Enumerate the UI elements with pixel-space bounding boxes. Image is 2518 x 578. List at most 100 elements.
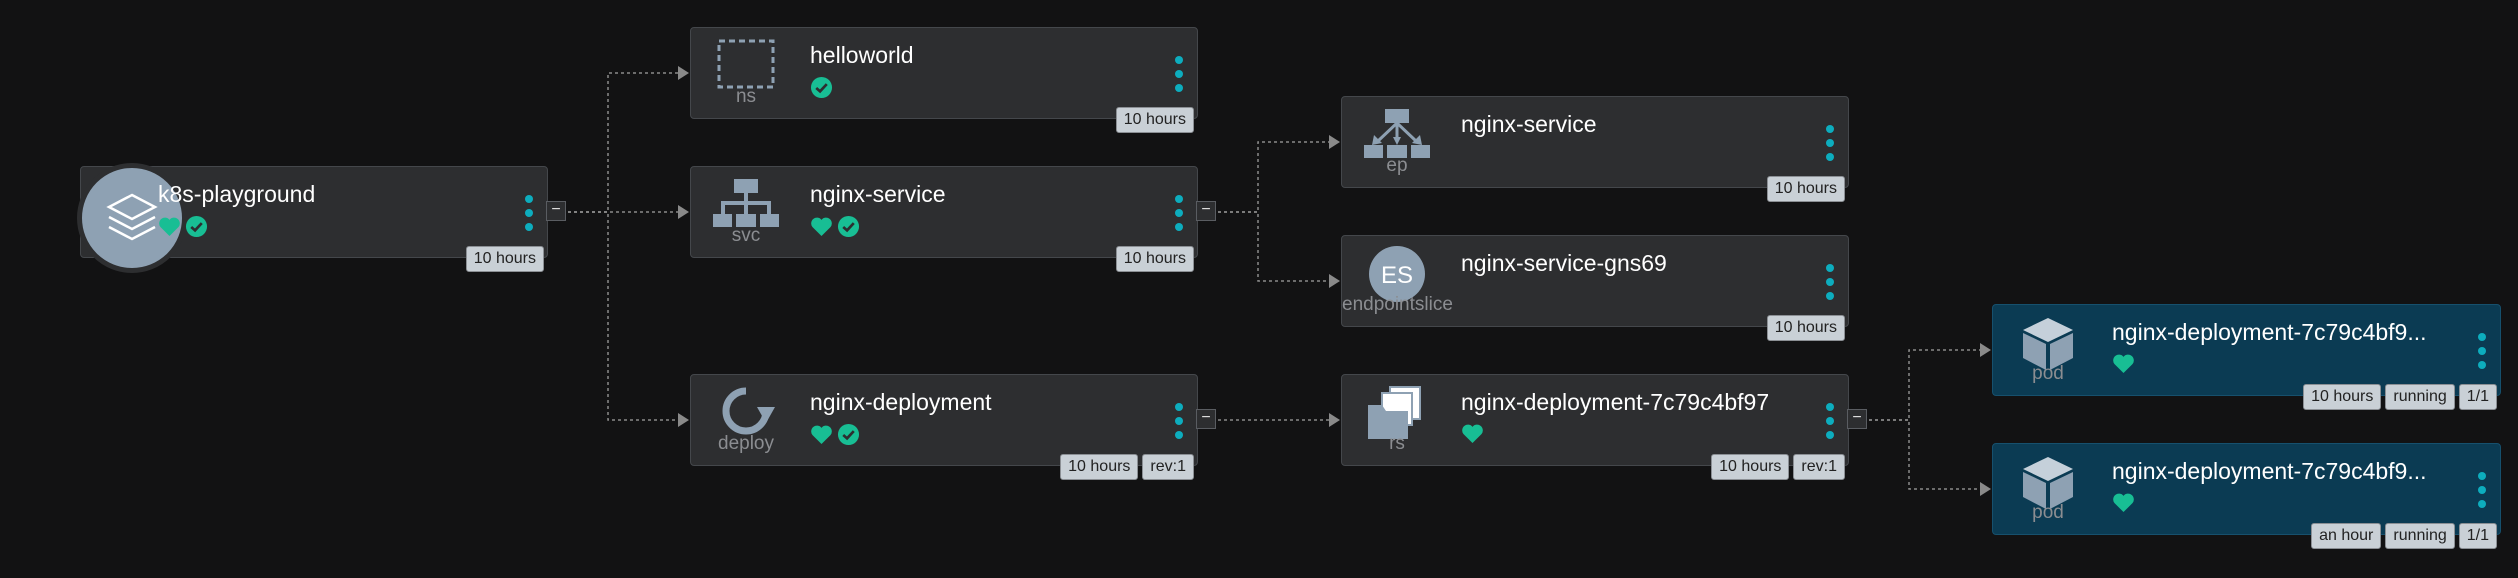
edge-arrowhead	[678, 413, 689, 427]
check-icon	[810, 76, 833, 99]
menu-button[interactable]	[1822, 264, 1838, 300]
node-pod[interactable]: pod nginx-deployment-7c79c4bf9... an hou…	[1992, 443, 2501, 549]
age-badge: 10 hours	[465, 246, 544, 272]
kind-label: ns	[735, 86, 757, 107]
edge-arrowhead	[1329, 135, 1340, 149]
menu-button[interactable]	[1171, 56, 1187, 92]
kind-label: pod	[2032, 363, 2064, 384]
edge-arrowhead	[678, 66, 689, 80]
badges: 10 hours	[465, 246, 544, 272]
edge-line	[1218, 141, 1329, 213]
menu-button[interactable]	[1171, 403, 1187, 439]
status-icons	[2112, 492, 2135, 513]
endpointslice-icon: ES	[1347, 246, 1447, 328]
check-icon	[837, 215, 860, 238]
kind-label: endpointslice	[1342, 294, 1453, 315]
check-icon	[837, 423, 860, 446]
menu-button[interactable]	[1822, 125, 1838, 161]
age-badge: 10 hours	[1115, 246, 1194, 272]
edge-arrowhead	[1980, 482, 1991, 496]
status-icons	[2112, 353, 2135, 374]
edge-arrowhead	[678, 205, 689, 219]
revision-badge: rev:1	[1793, 454, 1845, 480]
kind-label: svc	[731, 225, 761, 246]
check-icon	[185, 215, 208, 238]
badges: 10 hours	[1766, 176, 1845, 202]
service-icon	[696, 177, 796, 259]
collapse-button[interactable]: −	[1196, 201, 1216, 221]
collapse-button[interactable]: −	[1847, 409, 1867, 429]
age-badge: 10 hours	[1115, 107, 1194, 133]
node-service[interactable]: svc nginx-service 10 hours −	[690, 166, 1216, 272]
collapse-button[interactable]: −	[546, 201, 566, 221]
node-endpoints[interactable]: ep nginx-service 10 hours	[1341, 96, 1849, 202]
age-badge: 10 hours	[2303, 384, 2382, 410]
age-badge: an hour	[2311, 523, 2382, 549]
layers-icon	[77, 163, 187, 273]
status-icons	[1461, 423, 1484, 444]
badges: 10 hours running 1/1	[2303, 384, 2497, 410]
edge-arrowhead	[1980, 343, 1991, 357]
badges: 10 hours	[1766, 315, 1845, 341]
heart-icon	[811, 217, 832, 237]
ready-badge: 1/1	[2458, 523, 2497, 549]
heart-icon	[2113, 493, 2134, 513]
heart-icon	[159, 217, 180, 237]
badges: 10 hours	[1115, 246, 1194, 272]
edge-line	[568, 72, 678, 213]
status-icons	[810, 76, 833, 99]
menu-button[interactable]	[1822, 403, 1838, 439]
node-deployment[interactable]: deploy nginx-deployment 10 hours rev:1 −	[690, 374, 1216, 480]
age-badge: 10 hours	[1060, 454, 1139, 480]
node-namespace[interactable]: ns helloworld 10 hours	[690, 27, 1198, 133]
status-icons	[158, 215, 208, 238]
menu-button[interactable]	[2474, 472, 2490, 508]
edge-arrowhead	[1329, 274, 1340, 288]
collapse-button[interactable]: −	[1196, 409, 1216, 429]
kind-label: pod	[2032, 502, 2064, 523]
node-endpointslice[interactable]: ES endpointslice nginx-service-gns69 10 …	[1341, 235, 1849, 341]
age-badge: 10 hours	[1766, 315, 1845, 341]
heart-icon	[1462, 424, 1483, 444]
edge-arrowhead	[1329, 413, 1340, 427]
revision-badge: rev:1	[1142, 454, 1194, 480]
kind-label: ep	[1386, 155, 1408, 176]
endpoints-icon	[1347, 107, 1447, 189]
badges: 10 hours rev:1	[1711, 454, 1845, 480]
age-badge: 10 hours	[1766, 176, 1845, 202]
node-root[interactable]: k8s-playground 10 hours −	[77, 163, 566, 273]
status-icons	[810, 423, 860, 446]
heart-icon	[2113, 354, 2134, 374]
node-title: nginx-deployment	[810, 389, 992, 415]
pod-icon	[1998, 315, 2098, 397]
age-badge: 10 hours	[1711, 454, 1790, 480]
node-pod[interactable]: pod nginx-deployment-7c79c4bf9... 10 hou…	[1992, 304, 2501, 410]
edge-line	[1869, 349, 1980, 421]
replicaset-icon	[1347, 385, 1447, 467]
badges: an hour running 1/1	[2311, 523, 2497, 549]
node-title: nginx-service	[810, 181, 946, 207]
node-title: nginx-service	[1461, 111, 1597, 137]
deploy-icon	[696, 385, 796, 467]
menu-button[interactable]	[1171, 195, 1187, 231]
heart-icon	[811, 425, 832, 445]
ready-badge: 1/1	[2458, 384, 2497, 410]
pod-icon	[1998, 454, 2098, 536]
status-icons	[810, 215, 860, 238]
endpointslice-icon-text: ES	[1381, 262, 1413, 289]
node-title: helloworld	[810, 42, 914, 68]
edge-line	[1218, 211, 1329, 282]
menu-button[interactable]	[2474, 333, 2490, 369]
node-title: nginx-deployment-7c79c4bf97	[1461, 389, 1770, 415]
node-title: nginx-deployment-7c79c4bf9...	[2112, 319, 2427, 345]
badges: 10 hours rev:1	[1060, 454, 1194, 480]
node-title: nginx-deployment-7c79c4bf9...	[2112, 458, 2427, 484]
edge-line	[1869, 419, 1980, 490]
node-replicaset[interactable]: rs nginx-deployment-7c79c4bf97 10 hours …	[1341, 374, 1867, 480]
menu-button[interactable]	[521, 195, 537, 231]
kind-label: rs	[1389, 433, 1405, 454]
kind-label: deploy	[718, 433, 774, 454]
edge-line	[568, 211, 678, 421]
status-badge: running	[2385, 523, 2455, 549]
